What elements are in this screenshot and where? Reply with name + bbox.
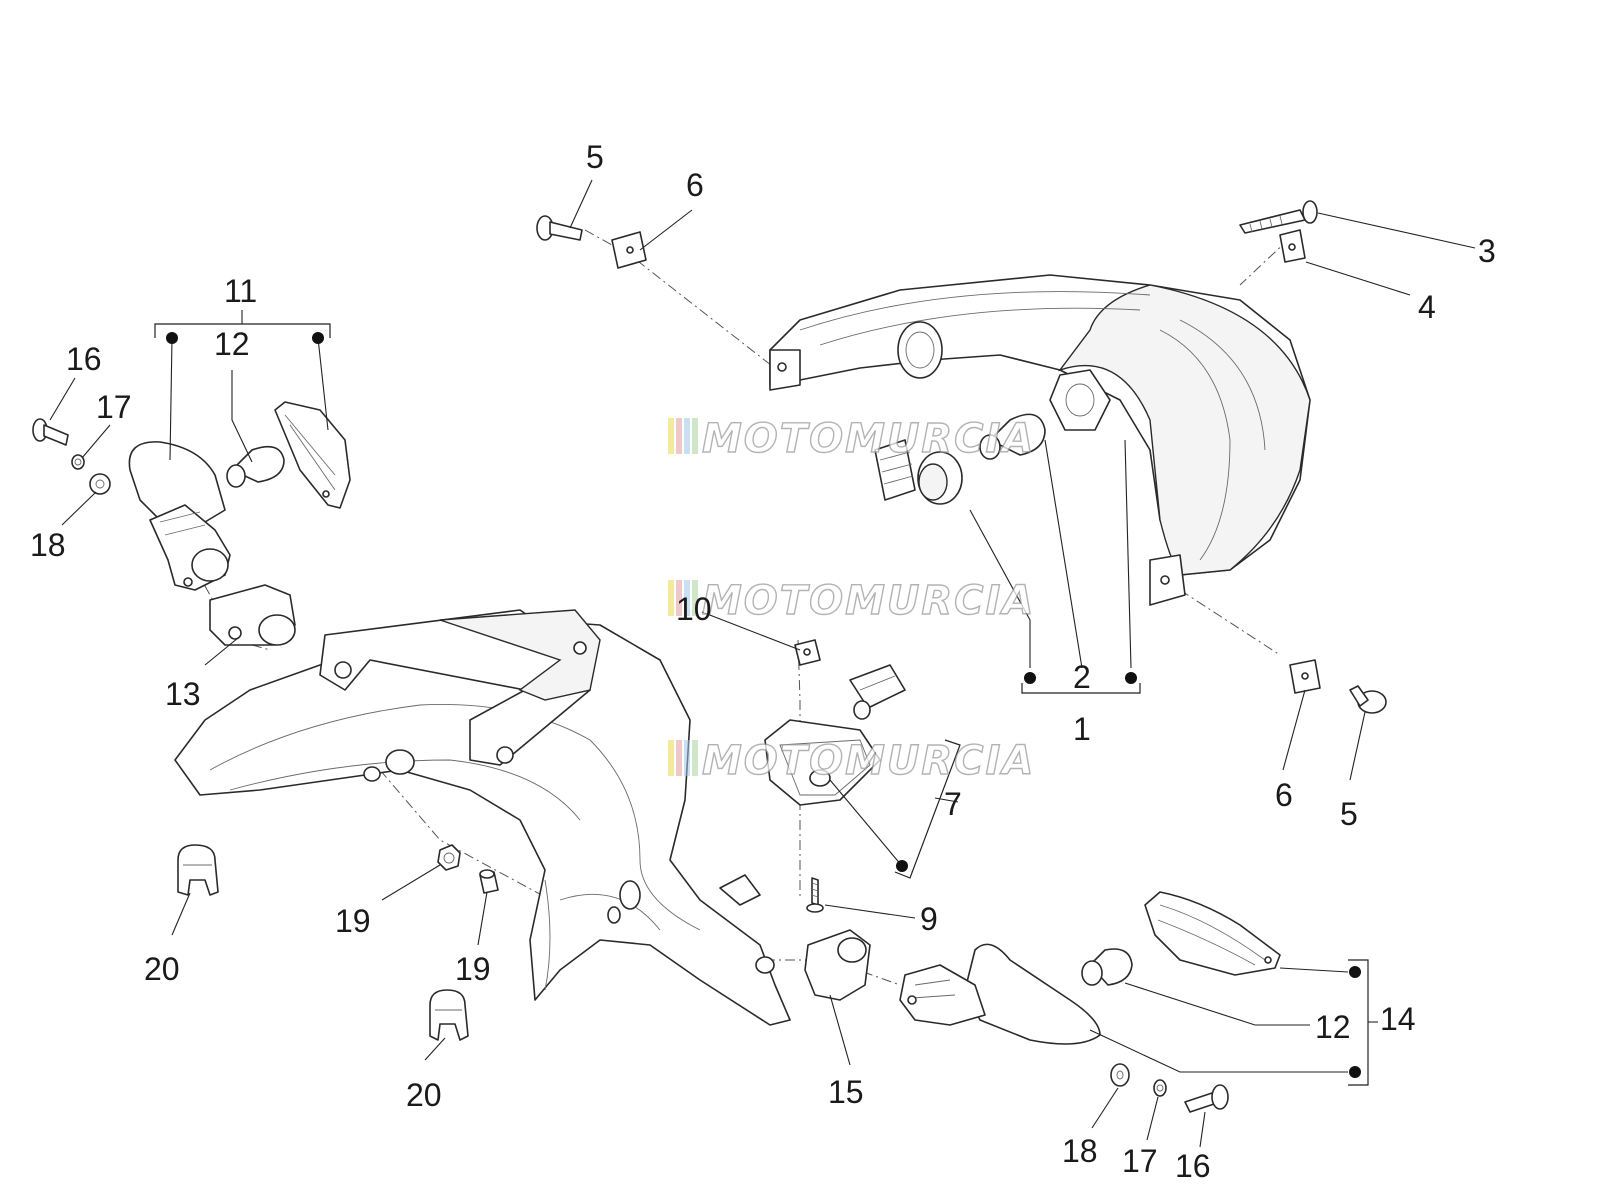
screw-3 bbox=[1239, 200, 1318, 234]
watermark-stripe bbox=[684, 418, 690, 454]
callout-labels: 1 2 3 4 5 5 6 6 7 9 10 11 12 12 13 14 15… bbox=[30, 139, 1496, 1184]
callout-4: 4 bbox=[1418, 289, 1436, 325]
callout-dots bbox=[166, 332, 1361, 1078]
watermark-stripe bbox=[684, 740, 690, 776]
watermark-text: MOTOMURCIA bbox=[702, 578, 1035, 624]
callout-5-top: 5 bbox=[586, 139, 604, 175]
callout-2: 2 bbox=[1073, 659, 1091, 695]
callout-12-left: 12 bbox=[214, 326, 250, 362]
tail-light-housing bbox=[769, 274, 1311, 606]
callout-1-main: 1 bbox=[1073, 711, 1091, 747]
rear-mudguard bbox=[174, 609, 791, 1026]
callout-16-right: 16 bbox=[1175, 1148, 1211, 1184]
plate-light-assembly bbox=[764, 664, 906, 806]
callout-17-left: 17 bbox=[96, 389, 132, 425]
left-indicator-lens bbox=[274, 401, 351, 509]
left-indicator-body bbox=[128, 441, 231, 591]
leader-lines bbox=[49, 179, 1476, 1148]
callout-5-bottom: 5 bbox=[1340, 796, 1358, 832]
callout-15: 15 bbox=[828, 1074, 864, 1110]
clip-6-top bbox=[611, 231, 647, 269]
bracket-1 bbox=[1021, 683, 1141, 694]
clip-20-bottom bbox=[429, 989, 469, 1041]
watermark-text: MOTOMURCIA bbox=[702, 738, 1035, 784]
watermark-text: MOTOMURCIA bbox=[702, 416, 1035, 462]
callout-19-right: 19 bbox=[455, 951, 491, 987]
watermark-stripe bbox=[692, 580, 698, 616]
indicator-mount-13 bbox=[209, 584, 296, 646]
watermark-stripe bbox=[668, 418, 674, 454]
screw-5-bottom bbox=[1349, 685, 1387, 714]
callout-14: 14 bbox=[1380, 1001, 1416, 1037]
washer-17-right bbox=[1153, 1079, 1167, 1097]
right-indicator-bulb bbox=[1081, 948, 1133, 986]
clip-10 bbox=[794, 639, 821, 666]
callout-20-bottom: 20 bbox=[406, 1077, 442, 1113]
callout-17-right: 17 bbox=[1122, 1143, 1158, 1179]
watermark-stripe bbox=[676, 418, 682, 454]
washer-17-left bbox=[71, 454, 85, 470]
nut-19-left bbox=[437, 844, 461, 871]
right-indicator-lens bbox=[1144, 891, 1281, 976]
watermark-top: MOTOMURCIA bbox=[668, 415, 1035, 463]
callout-18-right: 18 bbox=[1062, 1133, 1098, 1169]
indicator-mount-15 bbox=[804, 929, 871, 1001]
screw-16-left bbox=[32, 418, 69, 446]
clip-4 bbox=[1279, 229, 1306, 263]
watermark-stripe bbox=[676, 740, 682, 776]
bulb-socket-connector bbox=[874, 439, 963, 505]
clip-6-bottom bbox=[1289, 659, 1321, 694]
callout-7: 7 bbox=[944, 786, 962, 822]
nut-19-right bbox=[479, 869, 499, 894]
watermark-stripe bbox=[684, 580, 690, 616]
callout-10: 10 bbox=[676, 591, 712, 627]
callout-18-left: 18 bbox=[30, 527, 66, 563]
washer-18-right bbox=[1110, 1063, 1130, 1087]
callout-6-bottom: 6 bbox=[1275, 777, 1293, 813]
callout-19-left: 19 bbox=[335, 903, 371, 939]
clip-20-top bbox=[177, 844, 219, 896]
callout-13: 13 bbox=[165, 676, 201, 712]
screw-9 bbox=[806, 877, 824, 913]
bulb bbox=[979, 413, 1046, 460]
watermark-stripe bbox=[692, 740, 698, 776]
screw-16-right bbox=[1184, 1084, 1229, 1113]
callout-6-top: 6 bbox=[686, 167, 704, 203]
screw-5-top bbox=[536, 215, 583, 241]
callout-9: 9 bbox=[920, 901, 938, 937]
callout-12-right: 12 bbox=[1315, 1009, 1351, 1045]
watermark-stripe bbox=[676, 580, 682, 616]
callout-11: 11 bbox=[224, 273, 257, 309]
watermark-stripe bbox=[692, 418, 698, 454]
watermark-bottom: MOTOMURCIA bbox=[668, 737, 1035, 785]
watermark-stripe bbox=[668, 580, 674, 616]
watermark-middle: MOTOMURCIA bbox=[668, 577, 1035, 625]
callout-20-top: 20 bbox=[144, 951, 180, 987]
left-indicator-bulb bbox=[226, 445, 285, 488]
watermark-stripe bbox=[668, 740, 674, 776]
callout-16-left: 16 bbox=[66, 341, 102, 377]
washer-18-left bbox=[89, 473, 111, 495]
callout-3: 3 bbox=[1478, 233, 1496, 269]
right-indicator-body bbox=[899, 943, 1101, 1045]
